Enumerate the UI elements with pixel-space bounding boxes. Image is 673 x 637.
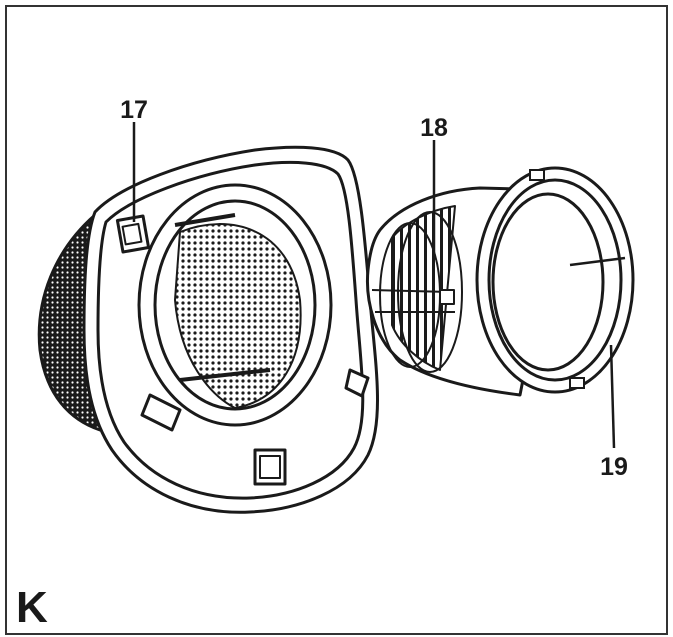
part-19-ring: [475, 166, 635, 394]
callout-18: 18: [420, 114, 448, 142]
callout-19: 19: [600, 453, 628, 481]
callout-17: 17: [120, 96, 148, 124]
inner-mesh: [174, 223, 302, 409]
ring-outer: [475, 166, 635, 394]
part-17-housing: [37, 145, 379, 514]
inner-flange: [96, 160, 365, 500]
panel-letter: K: [16, 583, 48, 632]
leader-lines: [132, 122, 616, 449]
ring-inner: [487, 178, 623, 382]
leader-19: [609, 344, 616, 449]
ring-opening: [491, 192, 605, 372]
